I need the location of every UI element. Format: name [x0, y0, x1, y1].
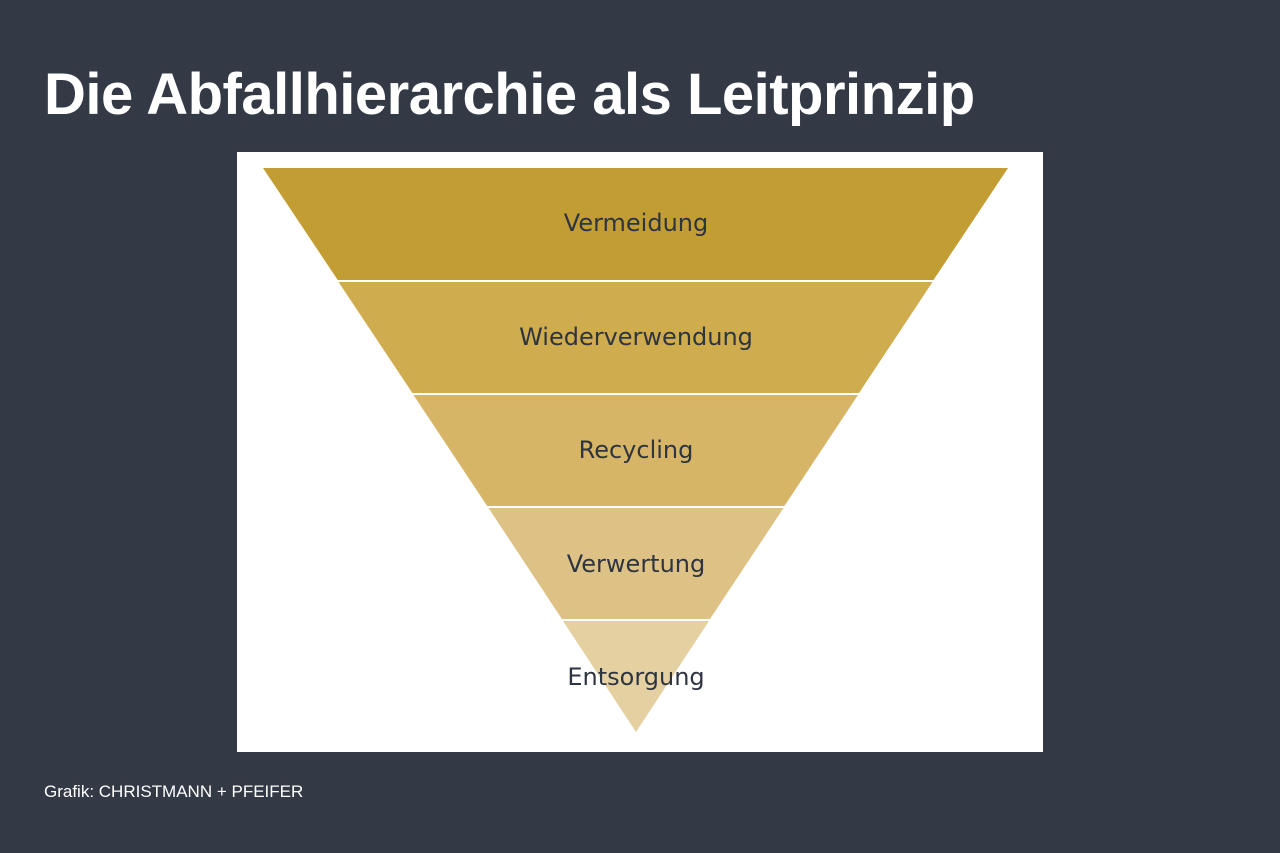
level-label: Entsorgung	[567, 663, 704, 691]
level-label: Recycling	[579, 436, 694, 464]
level-vermeidung	[263, 168, 1008, 280]
image-credit: Grafik: CHRISTMANN + PFEIFER	[44, 782, 304, 801]
level-recycling	[413, 395, 858, 506]
level-label: Verwertung	[567, 550, 706, 578]
level-wiederverwendung	[338, 282, 933, 393]
level-label: Vermeidung	[564, 209, 708, 237]
level-label: Wiederverwendung	[519, 323, 753, 351]
level-verwertung	[488, 508, 784, 619]
page-title: Die Abfallhierarchie als Leitprinzip	[44, 62, 975, 127]
level-entsorgung	[563, 621, 709, 732]
